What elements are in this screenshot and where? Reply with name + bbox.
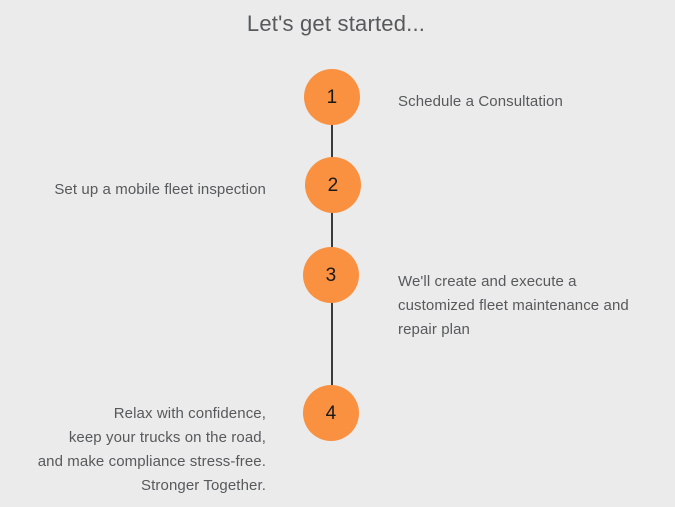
timeline-label-2-line-1: Set up a mobile fleet inspection [54,181,266,198]
timeline-label-4-line-2: keep your trucks on the road, [68,429,266,446]
timeline-node-2[interactable]: 2 [305,157,361,213]
page-title: Let's get started... [246,11,426,36]
timeline-node-1[interactable]: 1 [304,69,360,125]
timeline-node-3[interactable]: 3 [303,247,359,303]
timeline-label-4-line-4: Stronger Together. [141,477,266,494]
timeline-node-4[interactable]: 4 [303,385,359,441]
timeline-label-3-line-2: customized fleet maintenance and [398,297,629,314]
timeline-node-4-number: 4 [325,402,337,424]
timeline-label-2: Set up a mobile fleet inspection [10,178,266,202]
timeline-label-4: Relax with confidence, keep your trucks … [0,402,266,498]
timeline-node-1-number: 1 [326,86,338,108]
timeline-node-2-number: 2 [327,174,339,196]
timeline-label-4-line-1: Relax with confidence, [113,405,266,422]
timeline-node-3-number: 3 [325,264,337,286]
timeline-label-3-line-1: We'll create and execute a [398,273,577,290]
timeline-label-1: Schedule a Consultation [398,90,668,114]
timeline-label-4-line-3: and make compliance stress-free. [37,453,266,470]
timeline-label-3-line-3: repair plan [398,321,470,338]
timeline-label-1-line-1: Schedule a Consultation [398,93,563,110]
timeline-label-3: We'll create and execute a customized fl… [398,270,660,342]
